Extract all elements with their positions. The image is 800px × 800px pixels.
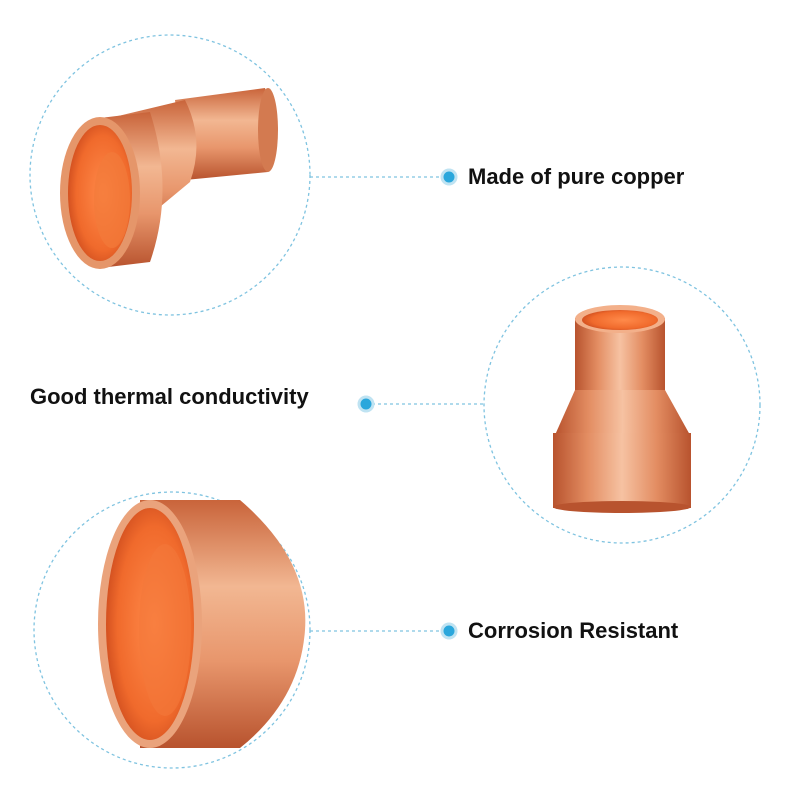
copper-reducer-upright-icon	[553, 305, 691, 513]
dashed-circle-2	[483, 266, 761, 544]
dashed-circle-1	[29, 34, 311, 316]
copper-reducer-large-end-icon	[60, 88, 278, 269]
connector-1	[310, 168, 458, 186]
dashed-circle-3	[33, 491, 311, 769]
feature-circle-1	[29, 34, 311, 316]
copper-cap-icon	[98, 500, 306, 748]
connector-3	[310, 622, 458, 640]
bullet-dot-icon	[440, 168, 458, 186]
connector-2	[357, 395, 484, 413]
bullet-dot-icon	[357, 395, 375, 413]
feature-label-corrosion-resistant: Corrosion Resistant	[468, 618, 679, 643]
feature-label-pure-copper: Made of pure copper	[468, 164, 685, 189]
feature-circle-3	[33, 491, 311, 769]
feature-circle-2	[483, 266, 761, 544]
bullet-dot-icon	[440, 622, 458, 640]
feature-label-thermal-conductivity: Good thermal conductivity	[30, 384, 309, 409]
